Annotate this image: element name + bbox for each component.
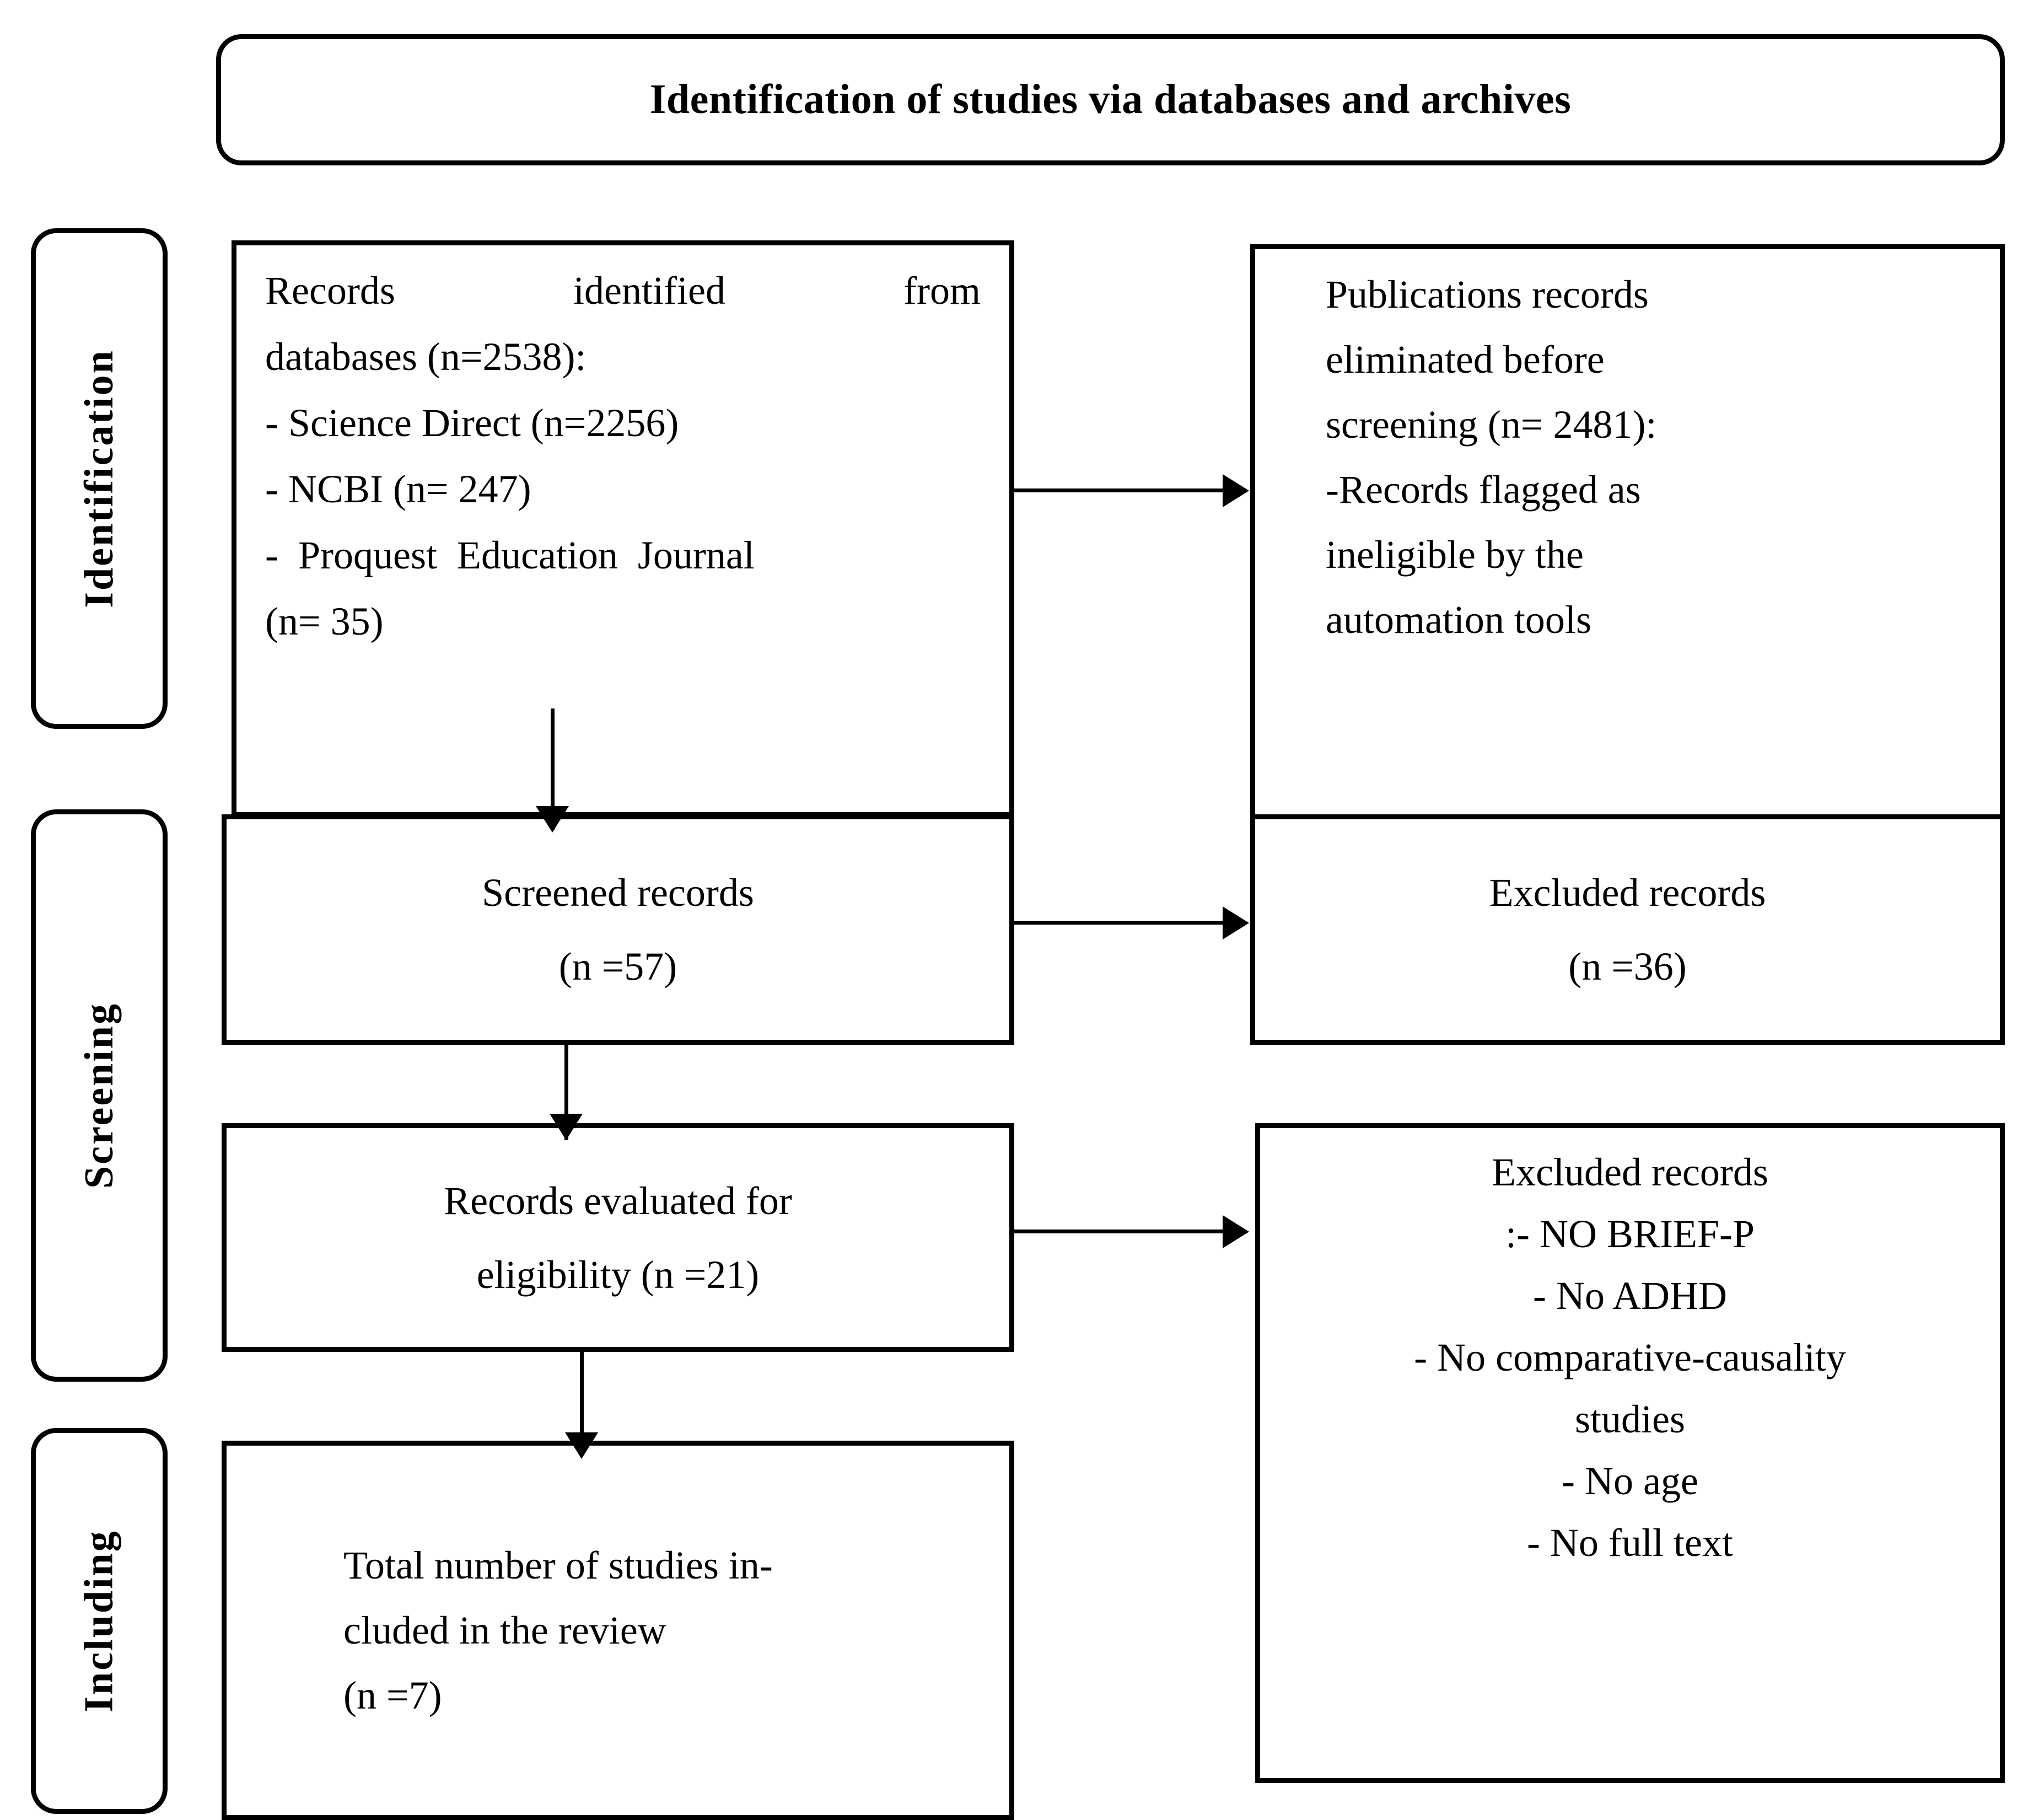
stage-label-including: Including	[31, 1428, 168, 1814]
connector-identified-to-eliminated-arrowhead-icon	[1223, 474, 1249, 507]
publications-eliminated-line-1: Publications records	[1326, 272, 1649, 316]
box-excluded-records-screening: Excluded records (n =36)	[1250, 814, 2005, 1045]
screened-records-line-1: Screened records	[482, 871, 754, 915]
records-evaluated-line-1: Records evaluated for	[444, 1178, 792, 1223]
diagram-header-banner: Identification of studies via databases …	[216, 34, 2005, 165]
publications-eliminated-line-6: automation tools	[1326, 598, 1591, 642]
publications-eliminated-line-5: ineligible by the	[1326, 533, 1584, 577]
connector-evaluated-to-included-arrowhead-icon	[565, 1432, 598, 1459]
total-included-line-2: cluded in the review	[343, 1608, 666, 1652]
stage-label-including-text: Including	[77, 1529, 122, 1712]
publications-eliminated-line-3: screening (n= 2481):	[1326, 402, 1657, 447]
box-screened-records: Screened records (n =57)	[222, 814, 1014, 1045]
publications-eliminated-line-4: -Records flagged as	[1326, 468, 1641, 512]
connector-screened-to-evaluated-arrowhead-icon	[550, 1114, 583, 1140]
excluded-large-line-2: :- NO BRIEF-P	[1505, 1212, 1755, 1256]
records-identified-line-3: - Science Direct (n=2256)	[265, 401, 679, 445]
records-evaluated-line-2: eligibility (n =21)	[476, 1252, 760, 1297]
screened-records-line-2: (n =57)	[558, 944, 677, 989]
total-included-text-block: Total number of studies in- cluded in th…	[227, 1545, 795, 1715]
stage-label-identification-text: Identification	[77, 349, 122, 608]
records-identified-line-1: Records identified from	[265, 271, 981, 310]
connector-identified-to-screened-arrowhead-icon	[536, 806, 569, 833]
box-total-studies-included: Total number of studies in- cluded in th…	[222, 1441, 1014, 1820]
records-identified-word-1: Records	[265, 269, 395, 313]
excluded-large-line-6: - No age	[1562, 1459, 1698, 1503]
connector-identified-to-eliminated-line	[1012, 488, 1225, 492]
records-identified-line-4: - NCBI (n= 247)	[265, 467, 531, 511]
box-publications-eliminated: Publications records eliminated before s…	[1250, 244, 2005, 821]
connector-evaluated-to-excluded-line	[1014, 1230, 1225, 1233]
total-included-line-3: (n =7)	[343, 1673, 442, 1717]
stage-label-screening-text: Screening	[77, 1002, 122, 1189]
box-excluded-records-eligibility: Excluded records :- NO BRIEF-P - No ADHD…	[1255, 1123, 2005, 1783]
records-identified-line-5: - Proquest Education Journal	[265, 533, 755, 577]
connector-evaluated-to-included-line	[580, 1350, 584, 1449]
excluded-large-line-5: studies	[1574, 1397, 1685, 1441]
box-records-evaluated: Records evaluated for eligibility (n =21…	[222, 1123, 1014, 1352]
records-identified-line-2: databases (n=2538):	[265, 335, 587, 379]
connector-evaluated-to-excluded-arrowhead-icon	[1223, 1215, 1249, 1248]
publications-eliminated-line-2: eliminated before	[1326, 337, 1605, 382]
excluded-small-line-2: (n =36)	[1568, 944, 1687, 989]
records-identified-word-2: identified	[573, 269, 725, 313]
excluded-large-line-7: - No full text	[1527, 1521, 1733, 1565]
records-identified-word-3: from	[903, 269, 981, 313]
connector-identified-to-screened-line	[551, 708, 555, 830]
stage-label-screening: Screening	[31, 809, 168, 1382]
records-identified-line-6: (n= 35)	[265, 599, 384, 643]
connector-screened-to-evaluated-line	[564, 1042, 568, 1140]
excluded-large-line-1: Excluded records	[1492, 1150, 1768, 1194]
total-included-line-1: Total number of studies in-	[343, 1543, 773, 1587]
excluded-large-line-4: - No comparative-causality	[1414, 1335, 1846, 1379]
stage-label-identification: Identification	[31, 228, 168, 729]
excluded-large-line-3: - No ADHD	[1533, 1274, 1727, 1318]
connector-screened-to-excluded-arrowhead-icon	[1223, 906, 1249, 939]
diagram-title: Identification of studies via databases …	[649, 76, 1572, 123]
excluded-small-line-1: Excluded records	[1489, 871, 1766, 915]
box-records-identified: Records identified from databases (n=253…	[232, 240, 1014, 817]
connector-screened-to-excluded-line	[1014, 921, 1225, 925]
